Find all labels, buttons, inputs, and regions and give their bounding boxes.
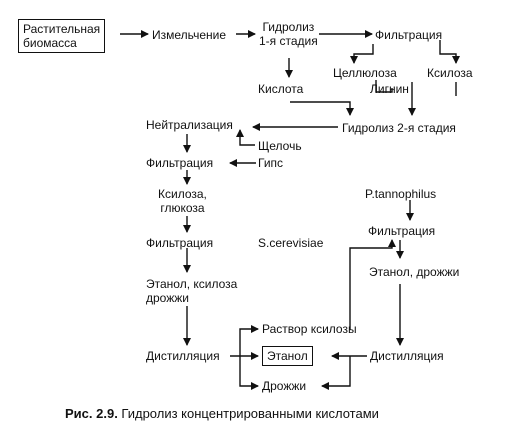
node-xylose-solution: Раствор ксилозы [262,322,357,336]
node-lignin: Лигнин [370,82,409,96]
node-alkali: Щелочь [258,139,302,153]
node-gypsum: Гипс [258,156,284,170]
node-biomass-line1: Растительная [23,22,101,36]
node-filtration-left1: Фильтрация [146,156,214,170]
node-distillation-right: Дистилляция [370,349,444,363]
node-ethanol-xylose-yeast: Этанол, ксилоза дрожжи [146,277,237,305]
node-ethanol: Этанол [262,346,313,366]
node-biomass: Растительная биомасса [18,19,106,53]
node-scerevisiae: S.cerevisiae [258,236,324,250]
node-xylose-top: Ксилоза [427,66,473,80]
node-filtration-top: Фильтрация [375,28,443,42]
arrow-xylose-solution-to-filtration [349,239,396,330]
node-filtration-right: Фильтрация [368,224,436,238]
node-hydrolysis1-line2: 1-я стадия [259,34,318,48]
arrow-acid-to-hydrolysis2 [290,101,354,116]
node-ethanol-xylose-yeast-line1: Этанол, ксилоза [146,277,238,291]
arrow-to-lignin [375,80,393,93]
node-filtration-left2: Фильтрация [146,236,214,250]
node-ptannophilus: P.tannophilus [365,187,437,201]
node-cellulose: Целлюлоза [333,66,397,80]
node-hydrolysis1-line1: Гидролиз [262,20,315,34]
arrow-distillation-right-to-yeast [321,356,351,390]
node-biomass-line2: биомасса [23,36,77,50]
node-ethanol-yeast-right: Этанол, дрожжи [369,265,460,279]
arrow-distillation-to-xylose-solution [239,325,259,356]
node-yeast: Дрожжи [262,379,307,393]
node-acid: Кислота [258,82,304,96]
arrow-alkali-to-neutralization [236,129,255,146]
node-neutralization: Нейтрализация [146,118,233,132]
node-grinding: Измельчение [152,28,227,42]
figure-caption: Рис. 2.9. Гидролиз концентрированными ки… [65,406,379,421]
figure-title: Гидролиз концентрированными кислотами [117,406,379,421]
node-xylose-glucose: Ксилоза, глюкоза [158,187,207,215]
node-hydrolysis1: Гидролиз 1-я стадия [259,20,318,48]
arrow-filtration-to-cellulose [350,44,374,64]
node-xylose-glucose-line2: глюкоза [160,201,205,215]
node-xylose-glucose-line1: Ксилоза, [158,187,207,201]
figure-number: Рис. 2.9. [65,406,118,421]
arrow-distillation-to-yeast [239,356,259,390]
node-ethanol-xylose-yeast-line2: дрожжи [146,291,189,305]
node-distillation-left: Дистилляция [146,349,220,363]
node-hydrolysis2: Гидролиз 2-я стадия [342,121,456,135]
arrow-filtration-to-xylose [439,40,460,64]
